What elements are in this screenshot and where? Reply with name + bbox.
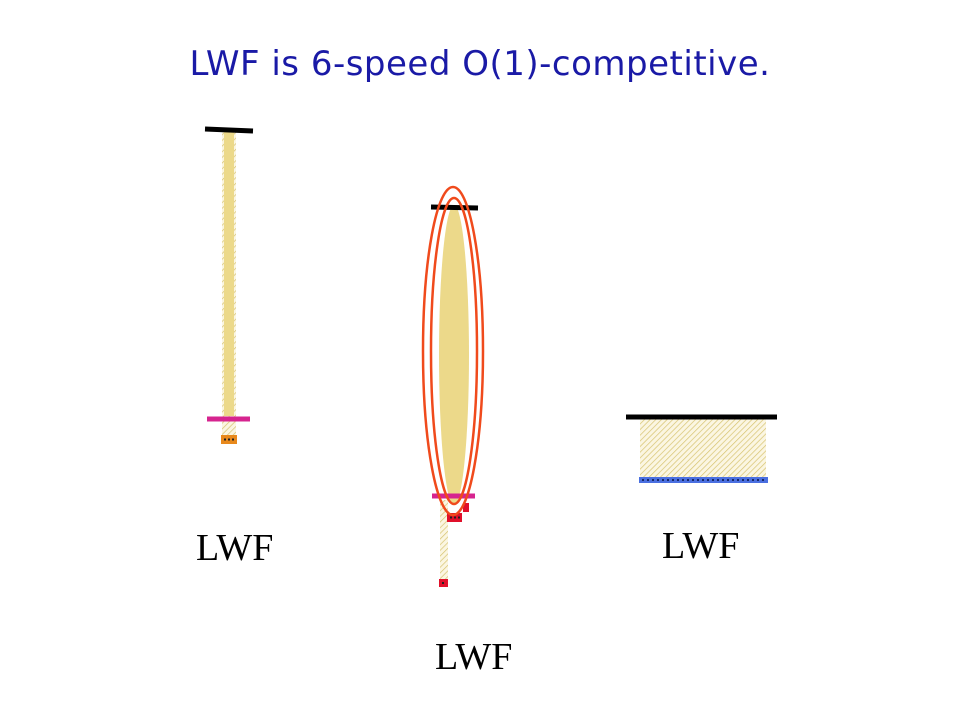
middle-job-column [421,185,485,587]
slide-title: LWF is 6-speed O(1)-competitive. [189,44,771,84]
middle-job-bar [439,205,469,505]
middle-red-marker-side [463,503,469,512]
middle-red-marker-lower-dot [442,582,444,584]
left-lwf-label: LWF [196,527,274,569]
right-job-hatched-area [640,418,766,478]
outer-ellipse [421,185,485,517]
middle-thin-tail [440,500,448,582]
right-lwf-label: LWF [662,525,740,567]
right-job-block [626,414,777,483]
middle-lwf-label: LWF [435,636,513,678]
left-top-line [204,126,254,134]
left-job-bar-core [224,131,234,416]
inner-ellipse [429,196,479,506]
left-job-column [204,126,254,444]
